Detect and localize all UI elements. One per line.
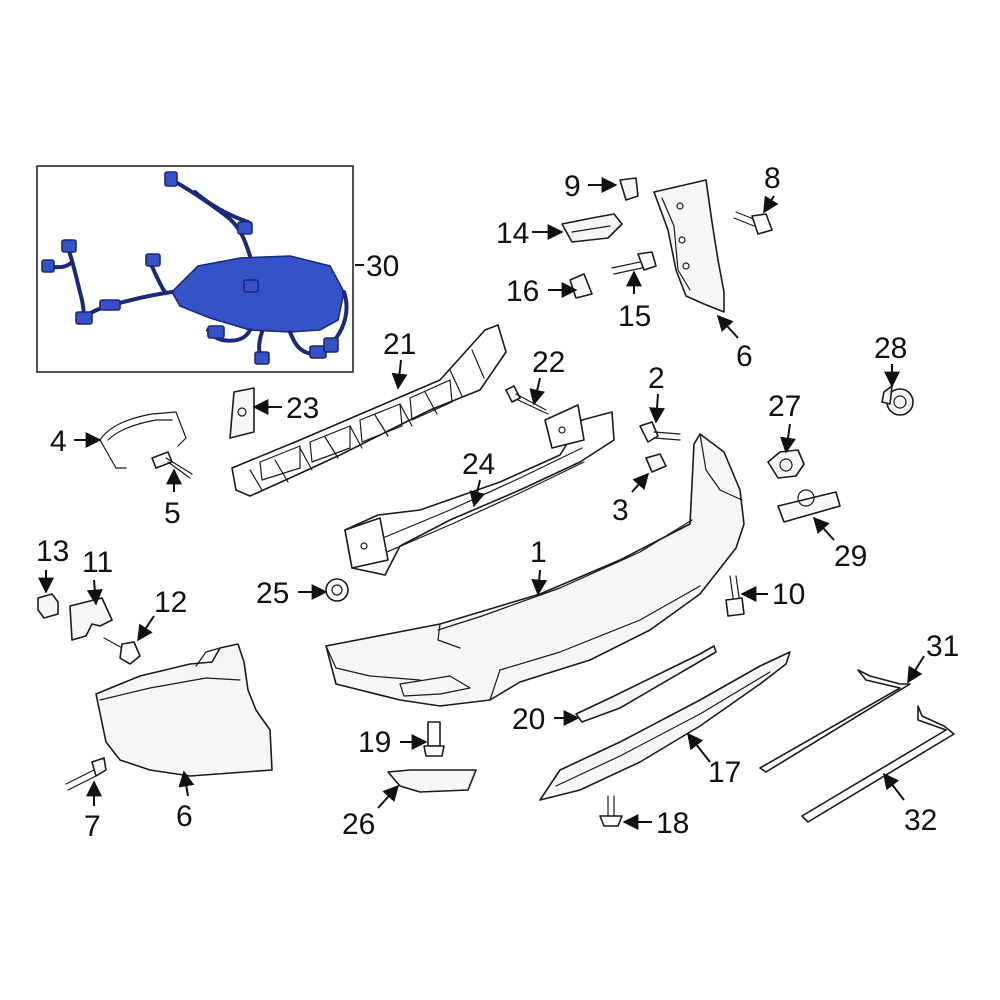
clip-19 — [423, 721, 445, 757]
sensor-bracket-29 — [777, 489, 841, 523]
callout-5: 5 — [164, 497, 181, 530]
callout-27: 27 — [768, 390, 801, 423]
energy-absorber — [231, 324, 507, 497]
clip-9 — [619, 177, 639, 201]
callout-7: 7 — [84, 810, 101, 843]
callout-24: 24 — [462, 448, 495, 481]
harness-body — [171, 255, 345, 333]
callout-29: 29 — [834, 540, 867, 573]
callout-6-left: 6 — [176, 800, 193, 833]
bumper-cover — [325, 433, 745, 707]
callout-9: 9 — [564, 170, 581, 203]
callout-20: 20 — [512, 703, 545, 736]
callout-17: 17 — [708, 756, 741, 789]
clip-13 — [37, 593, 59, 619]
bumper-bracket-right — [653, 179, 725, 313]
bumper-end-left — [95, 643, 273, 777]
callout-22: 22 — [532, 346, 565, 379]
bracket-11 — [69, 597, 113, 641]
bolt-8 — [733, 211, 773, 235]
sensor-holder-27 — [767, 449, 805, 479]
callout-6-right: 6 — [736, 340, 753, 373]
callout-18: 18 — [656, 807, 689, 840]
rivet-7 — [65, 757, 107, 791]
callout-1: 1 — [530, 536, 547, 569]
callout-31: 31 — [926, 630, 959, 663]
clip-16 — [569, 273, 593, 299]
callout-23: 23 — [286, 392, 319, 425]
callout-14: 14 — [496, 217, 529, 250]
trim-strip-31 — [759, 669, 911, 773]
callout-11: 11 — [82, 546, 113, 579]
bracket-4 — [99, 411, 187, 469]
callout-30: 30 — [366, 250, 399, 283]
leader-lines — [38, 177, 925, 830]
callout-12: 12 — [154, 586, 187, 619]
callout-15: 15 — [618, 300, 651, 333]
trim-strip-32 — [801, 705, 955, 823]
skid-plate-17 — [539, 651, 791, 801]
callout-21: 21 — [383, 328, 416, 361]
callout-26: 26 — [342, 808, 375, 841]
callout-32: 32 — [904, 804, 937, 837]
callout-10: 10 — [772, 578, 805, 611]
reflector-26 — [387, 769, 477, 793]
bolt-12 — [103, 637, 141, 665]
bolt-18 — [599, 795, 623, 827]
screw-15 — [611, 251, 657, 275]
clip-3 — [645, 453, 667, 473]
push-pin-5 — [151, 451, 193, 479]
callout-19: 19 — [358, 726, 391, 759]
callout-25: 25 — [256, 577, 289, 610]
nut-25 — [325, 578, 349, 602]
callout-28: 28 — [874, 332, 907, 365]
molding-20 — [575, 645, 717, 723]
callout-8: 8 — [764, 162, 781, 195]
sensor-28 — [881, 385, 914, 416]
wiring-harness-inset — [36, 165, 354, 373]
bolt-22 — [505, 385, 549, 415]
bolt-10 — [725, 575, 745, 617]
bracket-23 — [229, 387, 255, 439]
bracket-14 — [561, 213, 623, 243]
bolt-2 — [639, 421, 681, 443]
callout-labels: 30 21 23 22 24 4 5 13 11 12 6 7 25 1 2 3… — [36, 162, 959, 843]
callout-3: 3 — [612, 494, 629, 527]
callout-13: 13 — [36, 535, 69, 568]
callout-2: 2 — [648, 362, 665, 395]
callout-16: 16 — [506, 275, 539, 308]
callout-4: 4 — [50, 425, 67, 458]
